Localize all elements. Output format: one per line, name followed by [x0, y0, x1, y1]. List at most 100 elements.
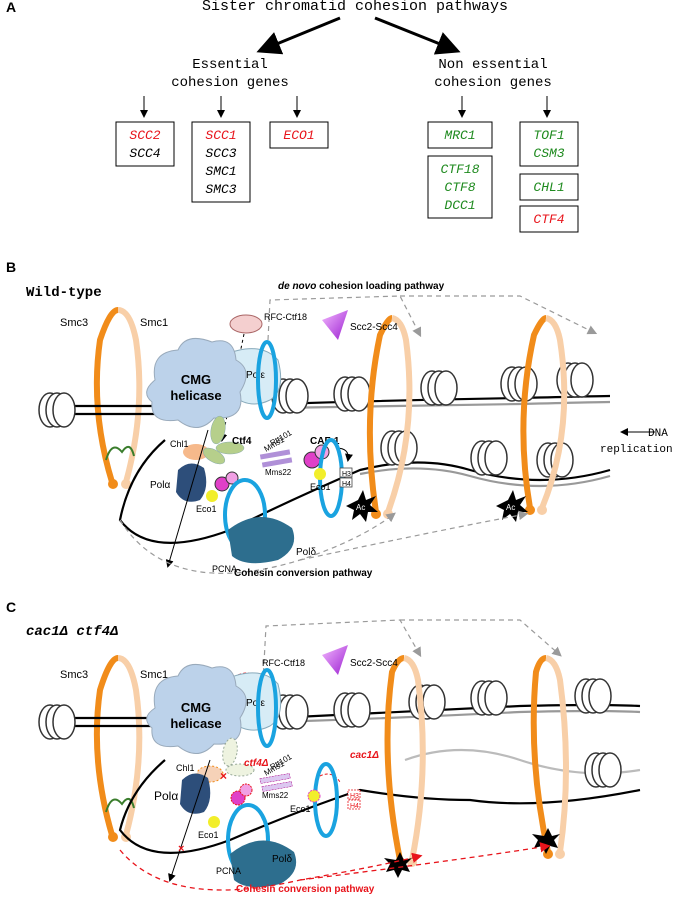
- mms22-label: Mms22: [265, 468, 292, 477]
- ctf4-icon: [202, 415, 245, 465]
- gene-name: CHL1: [533, 180, 564, 195]
- de-novo-arrows: [267, 295, 598, 341]
- scc2-scc4-icon-c: [322, 645, 348, 675]
- arrow-to-essential: [256, 16, 341, 55]
- svg-text:Ac: Ac: [356, 503, 365, 512]
- x-mark-ctf4: ×: [220, 769, 227, 783]
- gene-box: ECO1: [269, 121, 329, 149]
- de-novo-pathway-label: de novo cohesion loading pathway: [278, 281, 445, 292]
- eco1-label-left: Eco1: [196, 504, 217, 514]
- pcna-label: PCNA: [212, 564, 237, 574]
- nonessential-header-1: Non essential: [438, 57, 547, 73]
- panel-letter-c: C: [6, 599, 16, 615]
- eco1-icon-right-b: [314, 468, 326, 480]
- pol-alpha-label: Polα: [150, 480, 170, 491]
- eco1-label-right: Eco1: [310, 482, 331, 492]
- scc2-scc4-icon: [322, 310, 348, 340]
- pol-alpha-label-c: Polα: [154, 789, 178, 803]
- gene-name: SMC1: [205, 164, 236, 179]
- svg-text:Ac: Ac: [506, 503, 515, 512]
- caf1-label: CAF-1: [310, 436, 340, 447]
- gene-name: SMC3: [205, 182, 236, 197]
- rfc-ctf18-icon: [229, 314, 263, 334]
- h4-label-c: H4: [350, 803, 359, 810]
- scc-label-c: Scc2-Scc4: [350, 658, 398, 669]
- cohesin-ring-left-c: [93, 655, 143, 842]
- cac1-delta-label: cac1Δ: [350, 750, 379, 761]
- gene-name: CTF8: [444, 180, 475, 195]
- cohesin-ring-left-b: [93, 307, 143, 489]
- gene-box: CHL1: [519, 173, 579, 201]
- smc1-label: Smc1: [140, 317, 168, 329]
- smc1-label-c: Smc1: [140, 669, 168, 681]
- gene-name: SCC2: [129, 128, 160, 143]
- gene-name: CSM3: [533, 146, 564, 161]
- h3-label: H3: [342, 471, 351, 478]
- pol-epsilon-label-c: Polε: [246, 698, 265, 709]
- ctf4-deleted-icon: [222, 737, 255, 777]
- panel-b-genotype: Wild-type: [26, 285, 102, 301]
- gene-name: SCC3: [205, 146, 236, 161]
- ctf4-delta-label: ctf4Δ: [244, 758, 269, 769]
- cmg-label-2-c: helicase: [170, 716, 221, 731]
- rfc-label: RFC-Ctf18: [264, 312, 307, 322]
- x-mark-lagging: ×: [178, 843, 184, 855]
- gene-name: ECO1: [283, 128, 314, 143]
- gene-name: MRC1: [444, 128, 475, 143]
- panel-b: B Wild-type de novo cohesion loading pat…: [6, 259, 673, 579]
- mms22-rtt101-icon: [259, 449, 293, 468]
- conversion-arrows-c: [119, 842, 551, 891]
- panel-letter-a: A: [6, 0, 16, 15]
- eco1-icon-right-c: [307, 789, 321, 803]
- gene-name: SCC4: [129, 146, 160, 161]
- cohesin-ring-mid-b: [366, 315, 413, 519]
- nonessential-header-2: cohesion genes: [434, 75, 552, 91]
- gene-name: DCC1: [444, 198, 475, 213]
- conversion-label-c: Cohesin conversion pathway: [236, 884, 375, 895]
- mms22-rtt101-icon-c: [259, 773, 293, 792]
- ctf4-label: Ctf4: [232, 436, 252, 447]
- cmg-label-2: helicase: [170, 388, 221, 403]
- cmg-helicase-icon-c: [146, 663, 247, 754]
- pol-epsilon-label: Polε: [246, 370, 265, 381]
- scc-label: Scc2-Scc4: [350, 322, 398, 333]
- chl1-label: Chl1: [170, 439, 189, 449]
- pol-delta-icon-c: [230, 840, 297, 888]
- replication-label: replication: [600, 444, 673, 456]
- gene-box: CTF4: [519, 205, 579, 233]
- cmg-helicase-icon: [146, 337, 247, 428]
- pol-delta-label-c: Polδ: [272, 854, 292, 865]
- cmg-label-1: CMG: [181, 372, 211, 387]
- star-c-1: [384, 852, 412, 878]
- panel-a-title: Sister chromatid cohesion pathways: [202, 0, 508, 15]
- eco1-label-left-c: Eco1: [198, 830, 219, 840]
- gene-name: CTF18: [440, 162, 479, 177]
- smc3-label: Smc3: [60, 317, 88, 329]
- star-c-2: [532, 828, 560, 854]
- panel-a: A Sister chromatid cohesion pathways Ess…: [6, 0, 579, 233]
- panel-c-genotype: cac1Δ ctf4Δ: [26, 624, 118, 640]
- panel-letter-b: B: [6, 259, 16, 275]
- essential-header-2: cohesion genes: [171, 75, 289, 91]
- dna-label: DNA: [648, 428, 668, 440]
- cmg-label-1-c: CMG: [181, 700, 211, 715]
- panel-c: C cac1Δ ctf4Δ Smc3 Smc1: [6, 599, 641, 895]
- gene-name: TOF1: [533, 128, 564, 143]
- gene-name: SCC1: [205, 128, 236, 143]
- pcna-ring-top-b: [256, 340, 278, 420]
- rfc-label-c: RFC-Ctf18: [262, 658, 305, 668]
- arrow-to-nonessential: [374, 16, 461, 55]
- pol-delta-icon: [228, 516, 295, 564]
- gene-name: CTF4: [533, 212, 564, 227]
- pol-delta-label: Polδ: [296, 547, 316, 558]
- cohesin-ring-mid-c: [384, 655, 426, 867]
- h3-label-c: H3: [350, 793, 359, 800]
- pol-alpha-icon: [176, 463, 207, 502]
- eco1-icon-left-b: [206, 490, 218, 502]
